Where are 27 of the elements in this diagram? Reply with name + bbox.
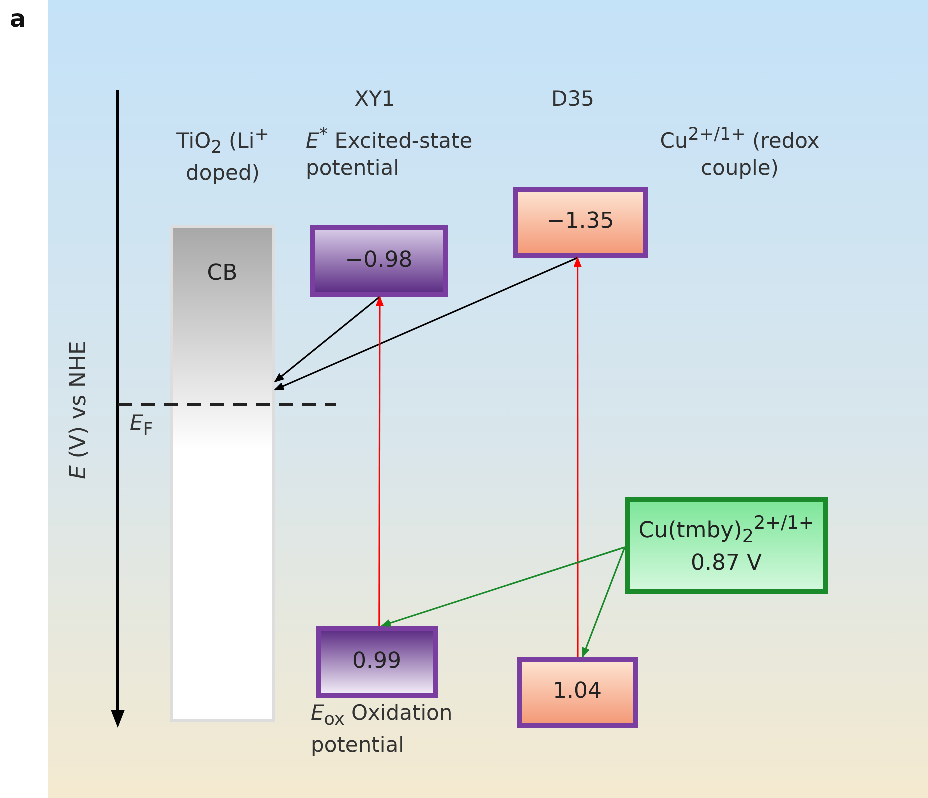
dye-label: XY1 <box>354 86 396 113</box>
arrow <box>582 547 626 658</box>
axis-label: E (V) vs NHE <box>66 340 93 482</box>
energy-level-box <box>310 225 448 297</box>
energy-level-box <box>513 187 648 258</box>
redox-couple-label: Cu$^{2+/1+}$ (redox couple) <box>659 124 821 182</box>
arrow <box>574 257 582 657</box>
level-value: 1.04 <box>553 678 602 706</box>
level-value: CB <box>207 260 238 288</box>
arrow <box>274 257 578 391</box>
arrow <box>380 546 626 628</box>
conduction-band-bar <box>170 225 275 722</box>
redox-potential-box <box>625 497 828 594</box>
level-value: 0.87 V <box>690 550 762 578</box>
level-value: −0.98 <box>345 246 413 275</box>
level-caption: TiO$_{2}$ (Li$^{+}$ doped) <box>176 124 270 187</box>
level-value: 0.99 <box>352 648 402 676</box>
panel-letter: a <box>10 4 28 35</box>
level-caption: E$^{*}$ Excited-state potential <box>306 124 474 182</box>
arrow <box>274 296 380 383</box>
energy-level-box <box>517 657 638 728</box>
level-value: −1.35 <box>546 208 614 236</box>
dye-label: D35 <box>550 86 596 113</box>
fermi-level-label: E$_{F}$ <box>130 410 154 442</box>
level-caption: E$_{ox}$ Oxidation potential <box>311 700 454 759</box>
arrow <box>376 296 384 626</box>
energy-level-box <box>316 626 438 698</box>
